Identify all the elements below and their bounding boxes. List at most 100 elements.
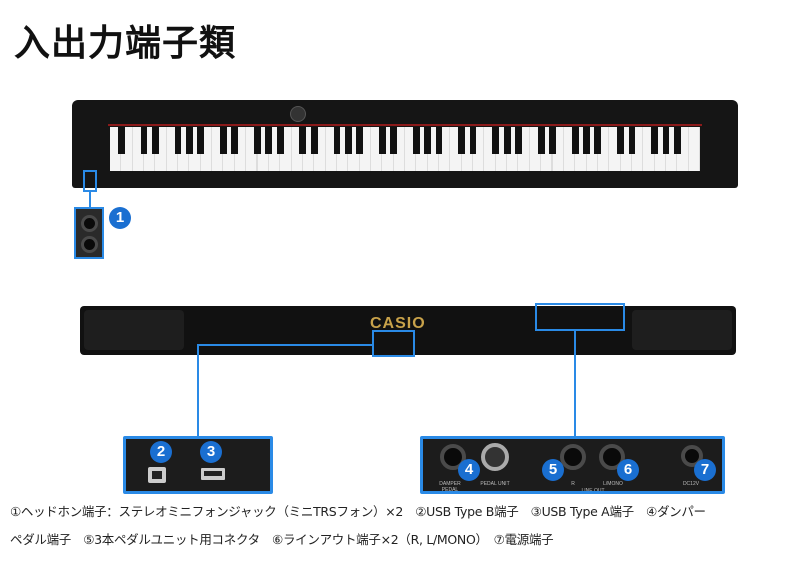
white-key	[518, 127, 529, 171]
white-key	[302, 127, 314, 171]
white-key	[665, 127, 677, 171]
white-key	[166, 127, 178, 171]
label-damper: DAMPER PEDAL	[439, 481, 461, 493]
label-l-mono: L/MONO	[603, 481, 623, 487]
keyboard	[110, 127, 700, 171]
connector-line	[574, 331, 576, 437]
black-key	[299, 127, 307, 154]
badge-6: 6	[617, 459, 639, 481]
white-key	[325, 127, 336, 171]
white-key	[461, 127, 473, 171]
white-key	[223, 127, 234, 171]
black-key	[117, 127, 125, 154]
badge-5: 5	[542, 459, 564, 481]
black-key	[254, 127, 261, 154]
black-key	[424, 127, 432, 154]
white-key	[132, 127, 144, 171]
white-key	[268, 127, 280, 171]
headphone-jacks-callout	[74, 207, 104, 259]
rear-jacks-highlight	[535, 303, 625, 331]
white-key	[495, 127, 507, 171]
white-key	[405, 127, 416, 171]
black-key	[673, 127, 681, 154]
usb-panel	[123, 436, 273, 494]
white-key	[393, 127, 404, 171]
white-key	[348, 127, 359, 171]
usb-a-port	[201, 468, 225, 480]
white-key	[257, 127, 268, 171]
piano-top-view	[72, 100, 738, 188]
connector-line	[89, 192, 91, 208]
black-key	[458, 127, 466, 154]
black-key	[651, 127, 658, 154]
black-key	[276, 127, 284, 154]
black-key	[265, 127, 273, 154]
white-key	[677, 127, 688, 171]
black-key	[435, 127, 443, 154]
black-key	[356, 127, 363, 154]
white-key	[439, 127, 450, 171]
white-key	[280, 127, 291, 171]
black-key	[231, 127, 239, 154]
white-key	[416, 127, 427, 171]
white-key	[234, 127, 246, 171]
black-key	[583, 127, 590, 154]
usb-b-port	[148, 467, 166, 483]
pedal-unit-connector	[481, 443, 509, 471]
white-key	[144, 127, 155, 171]
label-r: R	[571, 481, 575, 487]
control-knob	[290, 106, 306, 122]
black-key	[469, 127, 477, 154]
badge-4: 4	[458, 459, 480, 481]
speaker-right	[632, 310, 732, 350]
white-key	[529, 127, 541, 171]
white-key	[200, 127, 212, 171]
usb-highlight	[372, 330, 415, 357]
black-key	[390, 127, 398, 154]
white-key	[473, 127, 484, 171]
headphone-highlight-small	[83, 170, 97, 192]
black-key	[628, 127, 636, 154]
white-key	[507, 127, 518, 171]
black-key	[333, 127, 341, 154]
white-key	[121, 127, 132, 171]
speaker-left	[84, 310, 184, 350]
white-key	[382, 127, 393, 171]
white-key	[631, 127, 643, 171]
white-key	[620, 127, 631, 171]
black-key	[140, 127, 148, 154]
badge-2: 2	[150, 441, 172, 463]
line-out-r-jack	[560, 444, 586, 470]
white-key	[563, 127, 575, 171]
black-key	[503, 127, 511, 154]
casio-logo: CASIO	[370, 315, 426, 332]
black-key	[617, 127, 624, 154]
black-key	[571, 127, 579, 154]
white-key	[552, 127, 563, 171]
black-key	[492, 127, 500, 154]
black-key	[515, 127, 522, 154]
black-key	[197, 127, 205, 154]
badge-7: 7	[694, 459, 716, 481]
white-key	[291, 127, 302, 171]
badge-1: 1	[109, 207, 131, 229]
white-key	[643, 127, 654, 171]
white-key	[484, 127, 495, 171]
white-key	[427, 127, 439, 171]
white-key	[178, 127, 189, 171]
felt-strip	[108, 124, 702, 126]
label-pedal-unit: PEDAL UNIT	[480, 481, 510, 487]
black-key	[174, 127, 182, 154]
caption-line-1: ①ヘッドホン端子：ステレオミニフォンジャック（ミニTRSフォン）×2 ②USB …	[10, 504, 706, 519]
white-key	[586, 127, 597, 171]
caption-line-2: ペダル端子 ⑤3本ペダルユニット用コネクタ ⑥ラインアウト端子×2（R, L/M…	[10, 532, 554, 547]
white-key	[314, 127, 325, 171]
white-key	[189, 127, 200, 171]
black-key	[662, 127, 670, 154]
white-key	[575, 127, 586, 171]
white-key	[246, 127, 257, 171]
black-key	[378, 127, 386, 154]
label-dc: DC12V	[682, 481, 700, 487]
piano-back-view: CASIO	[80, 306, 736, 355]
white-key	[370, 127, 382, 171]
